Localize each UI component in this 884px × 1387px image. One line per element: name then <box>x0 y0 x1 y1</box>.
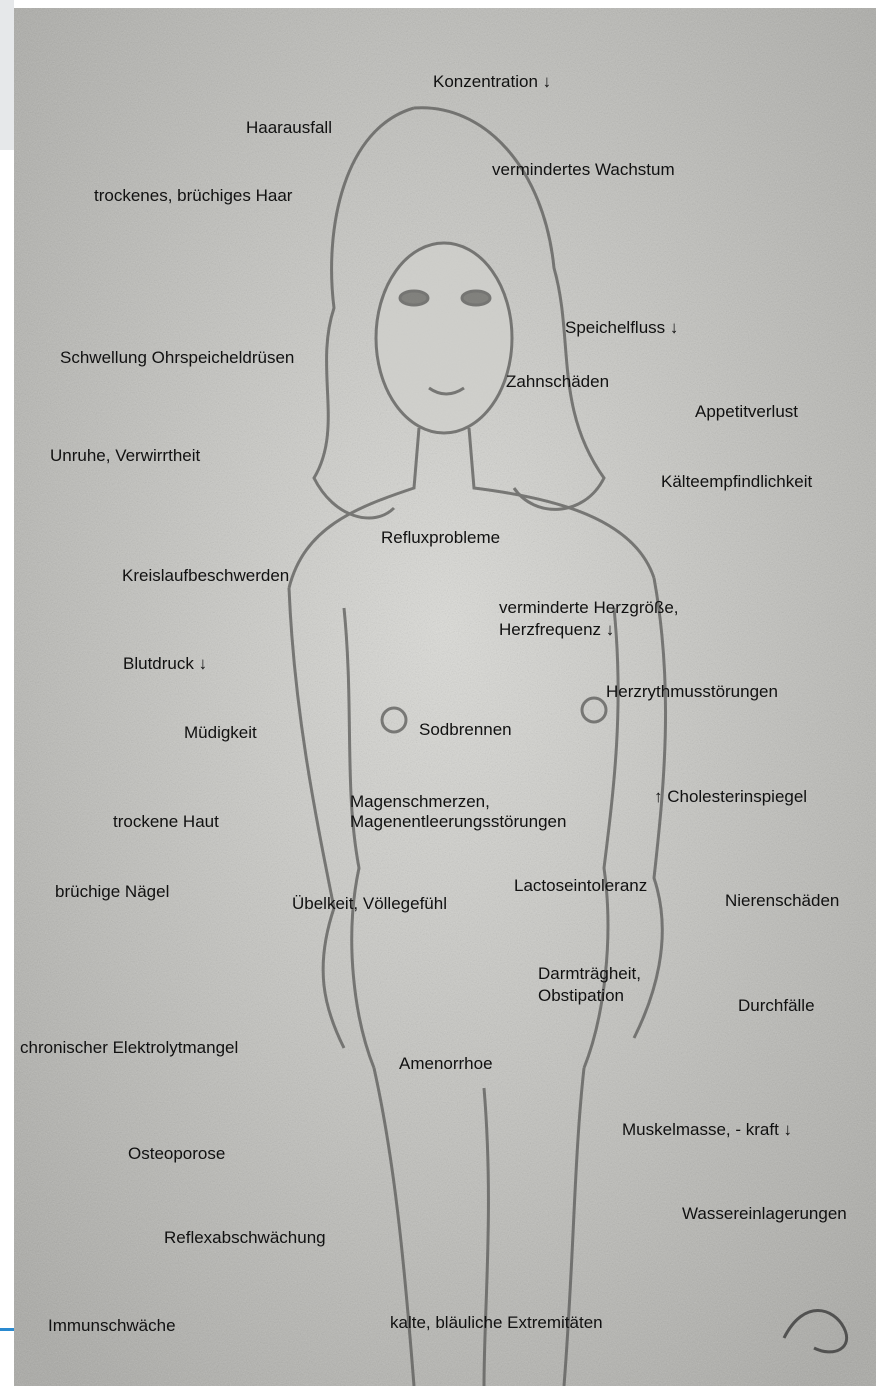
label-reflex: Reflexabschwächung <box>164 1228 326 1248</box>
label-nieren: Nierenschäden <box>725 891 839 911</box>
label-muskel: Muskelmasse, - kraft ↓ <box>622 1120 792 1140</box>
eye-right <box>462 291 490 305</box>
label-kreislauf: Kreislaufbeschwerden <box>122 566 289 586</box>
chest-right <box>582 698 606 722</box>
label-trockene-haut: trockene Haut <box>113 812 219 832</box>
label-elektrolyt: chronischer Elektrolytmangel <box>20 1038 238 1058</box>
label-naegel: brüchige Nägel <box>55 882 169 902</box>
label-vermindertes-wachstum: vermindertes Wachstum <box>492 160 675 180</box>
label-osteoporose: Osteoporose <box>128 1144 225 1164</box>
label-appetitverlust: Appetitverlust <box>695 402 798 422</box>
label-darm-2: Obstipation <box>538 986 624 1006</box>
shoulder-left <box>289 428 419 588</box>
label-immun: Immunschwäche <box>48 1316 176 1336</box>
label-unruhe: Unruhe, Verwirrtheit <box>50 446 200 466</box>
label-wasser: Wassereinlagerungen <box>682 1204 847 1224</box>
label-herzgroesse-1: verminderte Herzgröße, <box>499 598 679 618</box>
label-herzrythmus: Herzrythmusstörungen <box>606 682 778 702</box>
label-muedigkeit: Müdigkeit <box>184 723 257 743</box>
label-blutdruck: Blutdruck ↓ <box>123 654 207 674</box>
label-schwellung: Schwellung Ohrspeicheldrüsen <box>60 348 294 368</box>
label-cholesterin: ↑ Cholesterinspiegel <box>654 787 807 807</box>
label-uebelkeit: Übelkeit, Völlegefühl <box>292 894 447 914</box>
label-magen-2: Magenentleerungsstörungen <box>350 812 566 832</box>
shoulder-right <box>469 428 654 578</box>
label-darm-1: Darmträgheit, <box>538 964 641 984</box>
label-reflux: Refluxprobleme <box>381 528 500 548</box>
face <box>376 243 512 433</box>
scanned-drawing-sheet: Konzentration ↓ Haarausfall vermindertes… <box>14 8 876 1386</box>
background-edge <box>0 0 14 150</box>
label-haarausfall: Haarausfall <box>246 118 332 138</box>
label-sodbrennen: Sodbrennen <box>419 720 512 740</box>
chest-left <box>382 708 406 732</box>
label-herzgroesse-2: Herzfrequenz ↓ <box>499 620 614 640</box>
torso-left <box>344 608 374 1068</box>
label-kaelte: Kälteempfindlichkeit <box>661 472 812 492</box>
label-amenorrhoe: Amenorrhoe <box>399 1054 493 1074</box>
label-zahnschaeden: Zahnschäden <box>506 372 609 392</box>
label-trockenes-haar: trockenes, brüchiges Haar <box>94 186 292 206</box>
label-durchfaelle: Durchfälle <box>738 996 815 1016</box>
label-speichelfluss: Speichelfluss ↓ <box>565 318 678 338</box>
arm-left <box>289 588 344 1048</box>
edge-accent <box>0 1328 14 1331</box>
label-lactose: Lactoseintoleranz <box>514 876 647 896</box>
eye-left <box>400 291 428 305</box>
leg-left <box>374 1068 414 1386</box>
label-extremitaeten: kalte, bläuliche Extremitäten <box>390 1313 603 1333</box>
leg-right <box>564 1068 584 1386</box>
label-magen-1: Magenschmerzen, <box>350 792 490 812</box>
label-konzentration: Konzentration ↓ <box>433 72 551 92</box>
signature <box>784 1311 847 1352</box>
leg-divide <box>484 1088 488 1386</box>
